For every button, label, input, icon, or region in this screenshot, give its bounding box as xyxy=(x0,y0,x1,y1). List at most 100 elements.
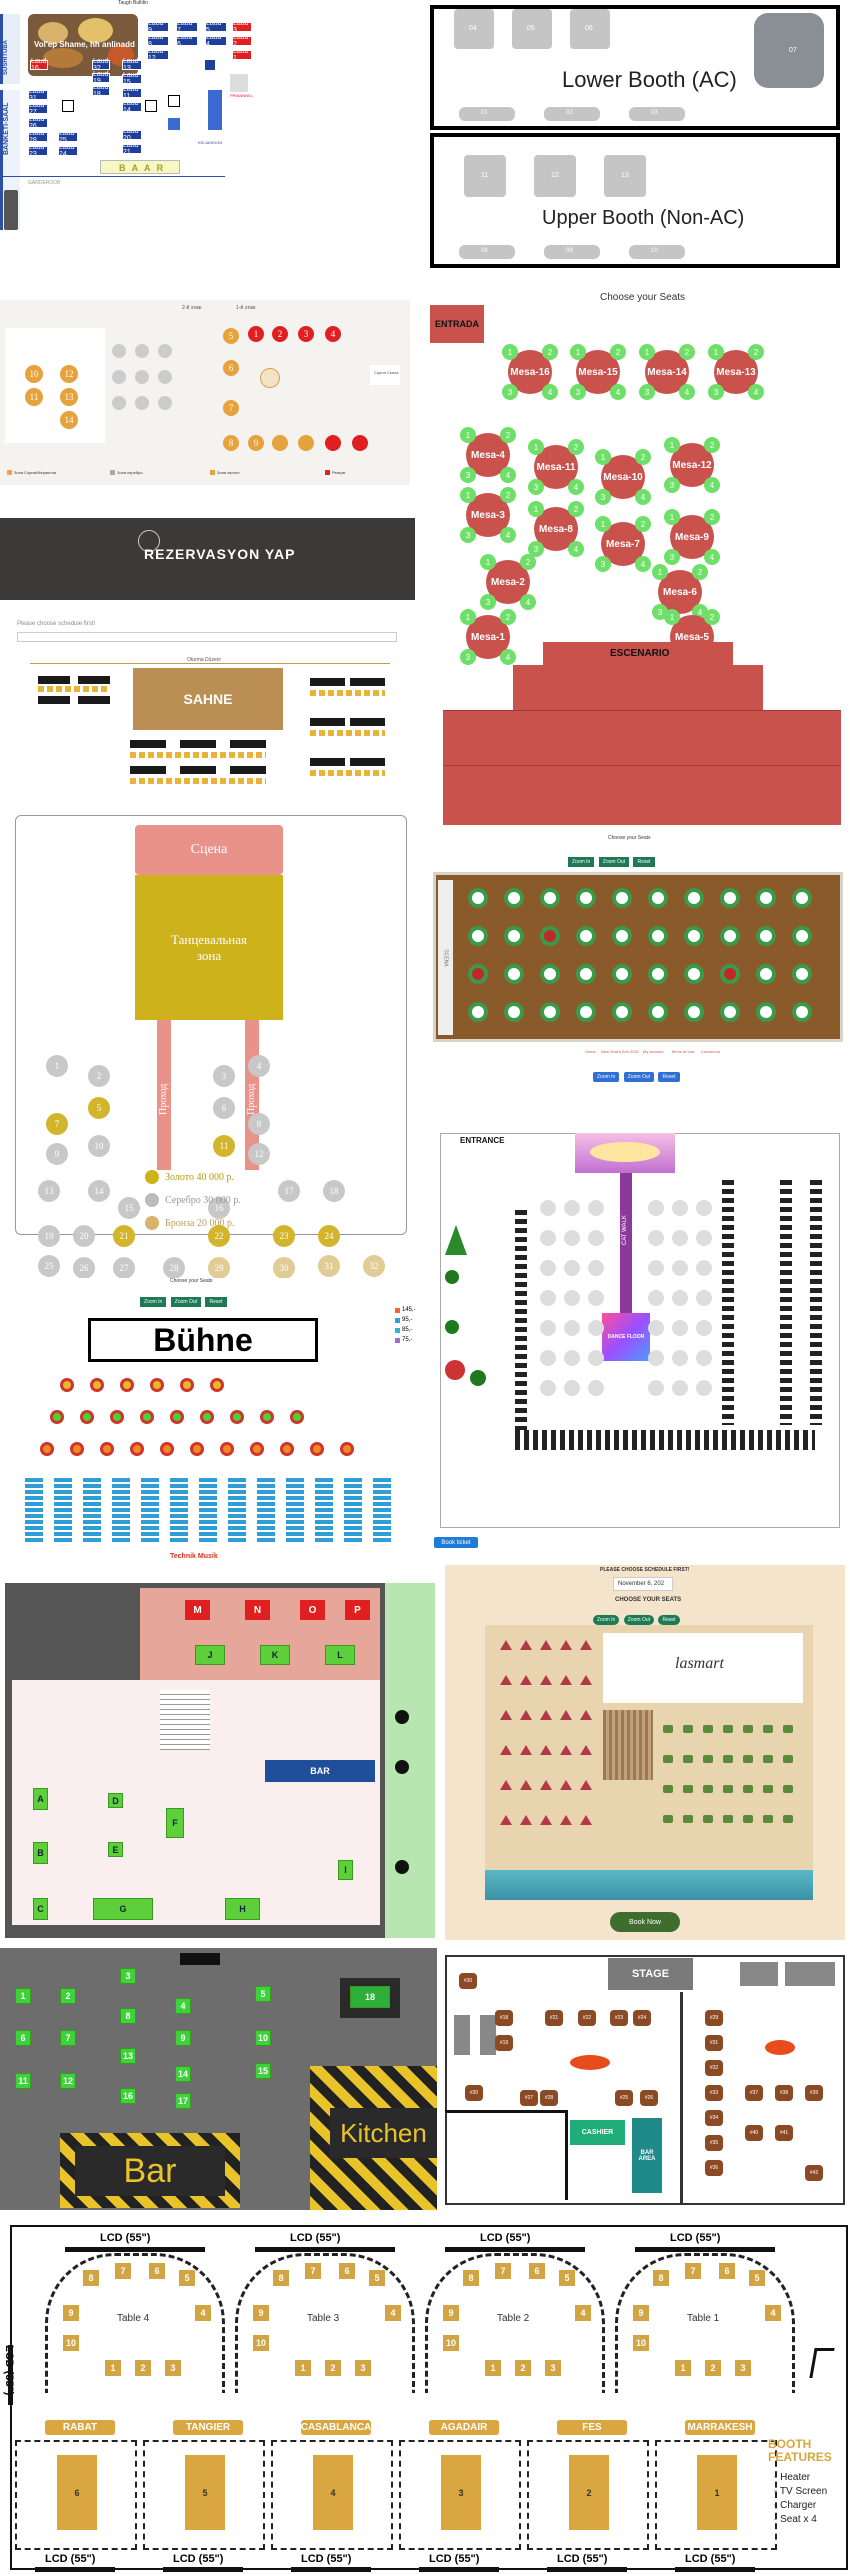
table[interactable]: #42 xyxy=(805,2165,823,2181)
seat[interactable]: 3 xyxy=(664,477,680,493)
table[interactable] xyxy=(576,964,596,984)
table[interactable]: 1 xyxy=(46,1055,68,1077)
table[interactable]: #36 xyxy=(705,2160,723,2176)
table[interactable]: 27 xyxy=(113,1257,135,1279)
table-laud-15[interactable]: Laud 15 xyxy=(122,72,142,86)
seat-block[interactable] xyxy=(228,1478,246,1543)
seat[interactable]: 1 xyxy=(248,326,264,342)
table[interactable] xyxy=(70,1442,84,1456)
seat[interactable]: 4 xyxy=(500,527,516,543)
table-f[interactable]: F xyxy=(166,1808,184,1838)
seat[interactable]: 1 xyxy=(105,2360,121,2376)
umbrella-seat[interactable] xyxy=(560,1675,572,1685)
seat[interactable]: 4 xyxy=(568,541,584,557)
room-table[interactable]: 6 xyxy=(57,2455,97,2530)
table[interactable] xyxy=(648,1290,664,1306)
table[interactable] xyxy=(135,370,149,384)
table[interactable]: 13 xyxy=(60,388,78,406)
table[interactable] xyxy=(576,926,596,946)
table[interactable]: #27 xyxy=(520,2090,538,2106)
table[interactable] xyxy=(540,926,560,946)
table[interactable] xyxy=(78,696,110,704)
umbrella-seat[interactable] xyxy=(560,1745,572,1755)
lounger[interactable] xyxy=(763,1725,773,1733)
seat[interactable]: 2 xyxy=(500,427,516,443)
table-surface[interactable] xyxy=(85,2290,185,2345)
booth-04[interactable] xyxy=(454,9,494,49)
seat[interactable]: 9 xyxy=(253,2305,269,2321)
table[interactable] xyxy=(588,1380,604,1396)
seat[interactable]: 2 xyxy=(568,439,584,455)
table[interactable] xyxy=(684,964,704,984)
seat[interactable]: 8 xyxy=(273,2270,289,2286)
lounger[interactable] xyxy=(703,1755,713,1763)
table[interactable] xyxy=(564,1290,580,1306)
seat[interactable]: 10 xyxy=(253,2335,269,2351)
table[interactable] xyxy=(468,964,488,984)
seat[interactable]: 3 xyxy=(460,649,476,665)
seat-block[interactable] xyxy=(199,1478,217,1543)
table-laud-13[interactable]: Laud 13 xyxy=(122,58,142,72)
seat-block[interactable] xyxy=(170,1478,188,1543)
table[interactable] xyxy=(180,1378,194,1392)
table-n[interactable]: N xyxy=(245,1600,270,1620)
seat[interactable]: 1 xyxy=(595,449,611,465)
table-laud-25[interactable]: Laud 25 xyxy=(58,130,78,144)
seat[interactable]: 3 xyxy=(528,479,544,495)
table[interactable] xyxy=(648,1002,668,1022)
seat[interactable]: 4 xyxy=(385,2305,401,2321)
seat-column[interactable] xyxy=(810,1180,822,1425)
seat[interactable]: 6 xyxy=(223,360,239,376)
umbrella-seat[interactable] xyxy=(580,1710,592,1720)
booth-05[interactable] xyxy=(512,9,552,49)
rezervasyon-button[interactable]: REZERVASYON YAP xyxy=(144,546,296,562)
table[interactable]: #22 xyxy=(578,2010,596,2026)
table[interactable]: 22 xyxy=(208,1225,230,1247)
table-laud-32[interactable]: Laud 32 xyxy=(92,58,110,72)
seat[interactable]: 1 xyxy=(528,501,544,517)
seat[interactable]: 5 xyxy=(559,2270,575,2286)
table[interactable]: 2 xyxy=(60,1988,76,2004)
seat[interactable]: 9 xyxy=(633,2305,649,2321)
seat[interactable]: 2 xyxy=(500,487,516,503)
table[interactable] xyxy=(180,740,216,748)
table[interactable] xyxy=(504,926,524,946)
seat[interactable]: 2 xyxy=(135,2360,151,2376)
table[interactable]: 5 xyxy=(88,1097,110,1119)
table[interactable] xyxy=(564,1200,580,1216)
table[interactable]: 1 xyxy=(15,1988,31,2004)
seat[interactable]: 3 xyxy=(595,556,611,572)
booth-02[interactable] xyxy=(544,107,600,121)
table[interactable] xyxy=(540,1230,556,1246)
table[interactable] xyxy=(220,1442,234,1456)
table-laud-4[interactable]: Laud 4 xyxy=(205,34,227,48)
seat[interactable]: 3 xyxy=(570,384,586,400)
seat[interactable]: 6 xyxy=(529,2263,545,2279)
table[interactable] xyxy=(648,964,668,984)
table[interactable] xyxy=(720,888,740,908)
umbrella-seat[interactable] xyxy=(540,1640,552,1650)
seat[interactable]: 1 xyxy=(295,2360,311,2376)
table[interactable]: 5 xyxy=(255,1986,271,2002)
table[interactable] xyxy=(612,926,632,946)
table[interactable] xyxy=(648,1230,664,1246)
seat[interactable]: 2 xyxy=(704,509,720,525)
seat[interactable]: 4 xyxy=(704,477,720,493)
zoom-in-button[interactable]: Zoom In xyxy=(140,1297,167,1307)
lounger[interactable] xyxy=(783,1725,793,1733)
table[interactable] xyxy=(158,396,172,410)
table[interactable]: 9 xyxy=(46,1143,68,1165)
table[interactable] xyxy=(260,1410,274,1424)
lounger[interactable] xyxy=(683,1785,693,1793)
book-now-button[interactable]: Book Now xyxy=(610,1912,680,1932)
seat[interactable]: 1 xyxy=(664,437,680,453)
table[interactable] xyxy=(576,1002,596,1022)
seat[interactable]: 7 xyxy=(305,2263,321,2279)
seat[interactable]: 2 xyxy=(635,516,651,532)
seat-block[interactable] xyxy=(25,1478,43,1543)
table[interactable] xyxy=(504,964,524,984)
table[interactable] xyxy=(310,718,345,726)
umbrella-seat[interactable] xyxy=(580,1640,592,1650)
table[interactable] xyxy=(792,888,812,908)
table[interactable]: #40 xyxy=(745,2125,763,2141)
